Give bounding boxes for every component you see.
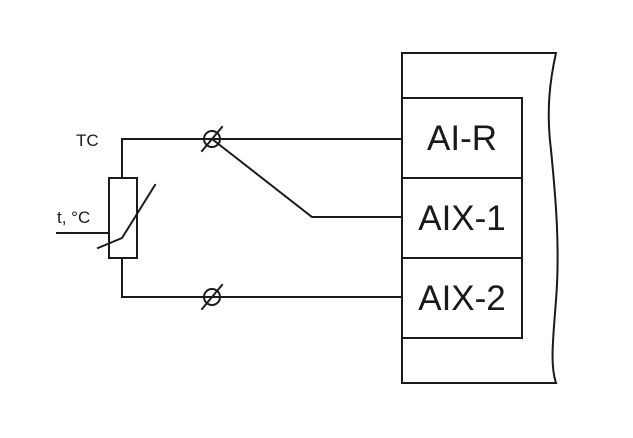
terminal-block-ai-r xyxy=(401,97,523,179)
wire-branch-aix-1 xyxy=(210,137,403,218)
thermistor-body xyxy=(108,177,138,259)
wire-top-lead xyxy=(121,138,403,179)
sensor-label: TC xyxy=(76,131,99,150)
clamp-symbol-upper xyxy=(200,125,224,153)
thermistor-slant-line xyxy=(96,183,157,250)
clamp-symbol-lower xyxy=(200,283,224,311)
terminal-label-aix-2: AIX-2 xyxy=(418,279,506,318)
terminal-label-aix-1: AIX-1 xyxy=(418,199,506,238)
terminal-block-aix-2 xyxy=(401,257,523,339)
temperature-label: t, °C xyxy=(57,208,90,227)
wire-bottom-lead xyxy=(121,257,403,298)
terminal-label-ai-r: AI-R xyxy=(427,119,497,158)
